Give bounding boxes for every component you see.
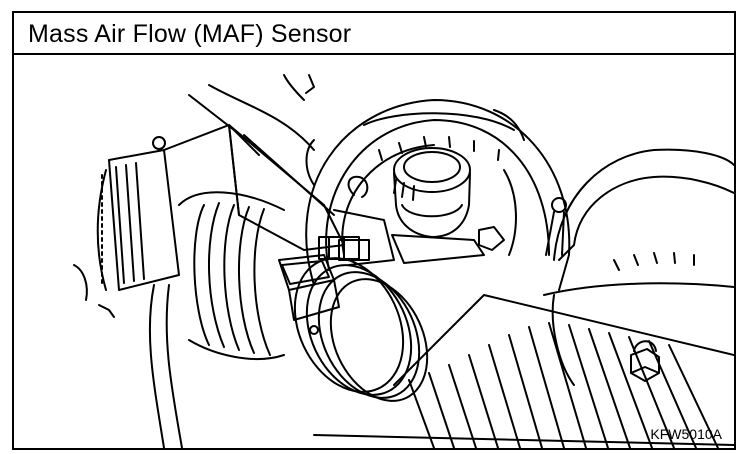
brake-booster [305,99,571,291]
left-hoses [96,169,183,448]
nut [630,340,660,382]
background-detail [73,74,525,301]
maf-sensor [278,236,360,335]
air-intake-duct [178,191,734,448]
figure-frame: Mass Air Flow (MAF) Sensor [12,11,736,450]
title-bar: Mass Air Flow (MAF) Sensor [14,13,734,55]
figure-reference-code: KFW5010A [650,426,722,442]
strut-tower [543,148,734,386]
engine-bay-illustration [73,74,734,448]
throttle-body [228,124,505,266]
page-title: Mass Air Flow (MAF) Sensor [28,20,352,48]
reservoir-cap [391,147,485,264]
